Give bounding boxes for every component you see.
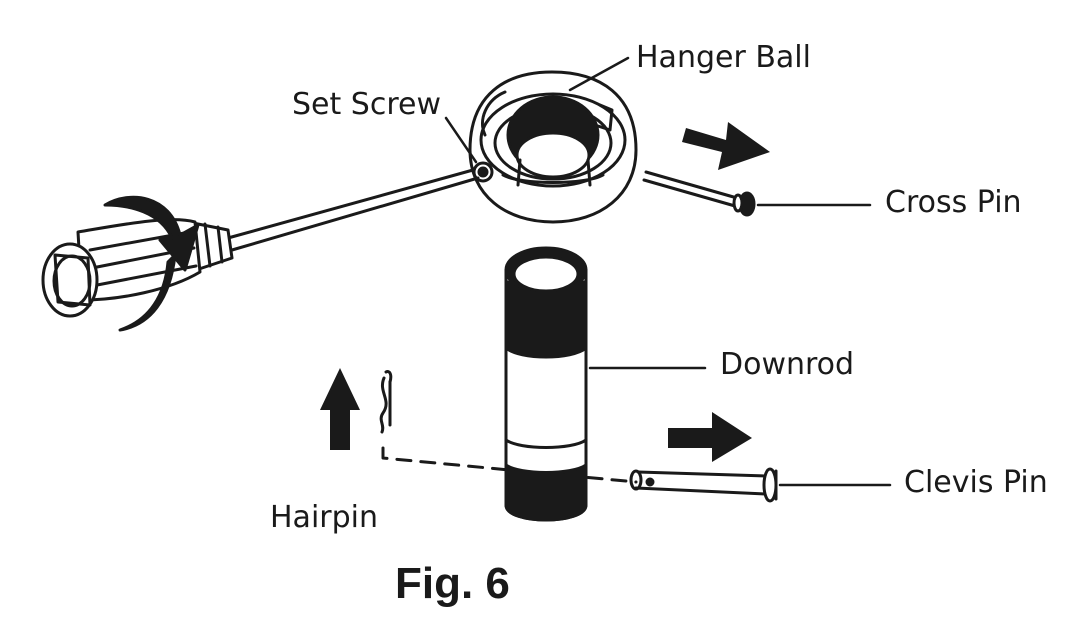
label-set-screw: Set Screw (292, 87, 442, 122)
label-cross-pin: Cross Pin (885, 185, 1022, 220)
cross-pin (642, 170, 756, 217)
label-hairpin: Hairpin (270, 500, 379, 535)
label-downrod: Downrod (720, 347, 855, 382)
screwdriver-icon (41, 168, 480, 318)
assembly-path (381, 446, 638, 484)
downrod (504, 246, 588, 522)
label-clevis-pin: Clevis Pin (904, 465, 1048, 500)
label-hanger-ball: Hanger Ball (636, 40, 811, 75)
hairpin (379, 370, 393, 434)
direction-arrow-icon (320, 368, 360, 450)
direction-arrow-icon (668, 412, 752, 462)
figure-caption: Fig. 6 (395, 559, 510, 608)
rotation-arrow-icon (103, 195, 200, 332)
hanger-ball (468, 70, 638, 224)
clevis-pin (629, 467, 778, 503)
direction-arrow-icon (682, 122, 770, 170)
leader-hanger-ball (568, 56, 630, 92)
leader-set-screw (444, 116, 478, 164)
